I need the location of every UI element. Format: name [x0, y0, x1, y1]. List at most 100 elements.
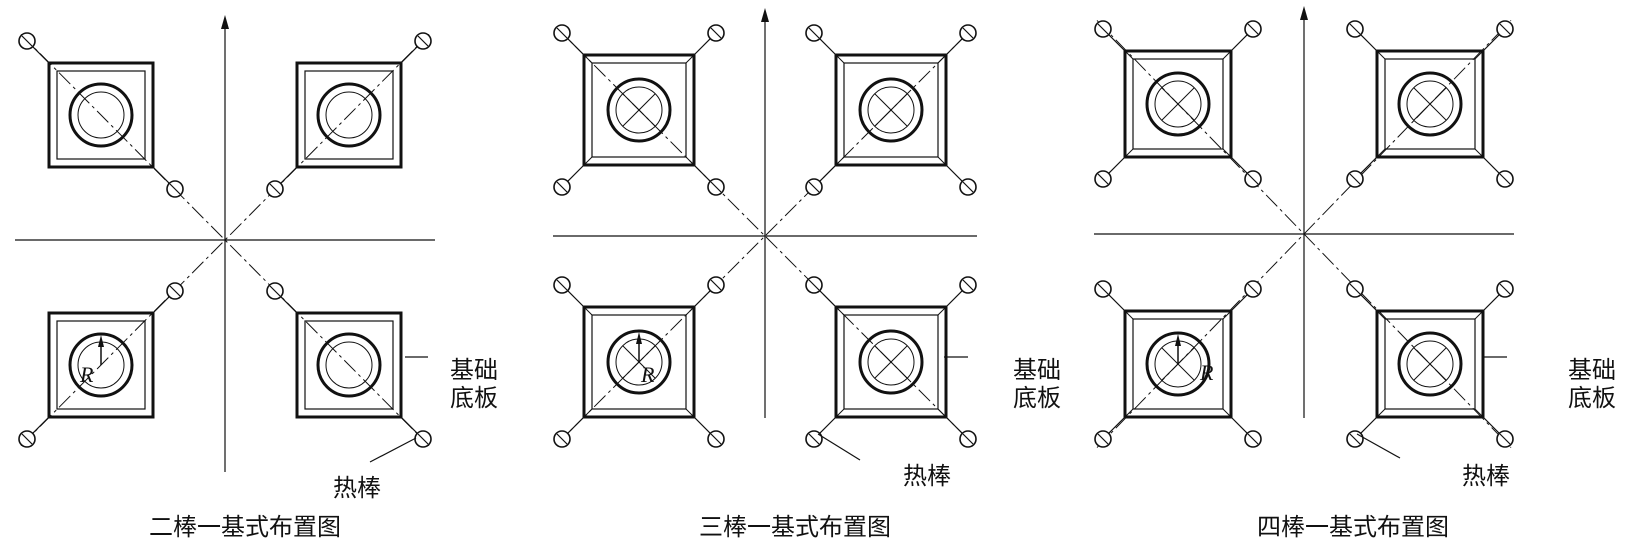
- base-plate-inner: [1384, 318, 1476, 410]
- panel-2-rod-layout: [15, 15, 435, 472]
- pile-circle-inner: [615, 86, 663, 134]
- heat-rod-mark: [1349, 23, 1361, 35]
- heat-rod-mark: [169, 183, 181, 195]
- base-plate-outer: [834, 305, 948, 419]
- panel-2-texts: 二棒一基式布置图 基础 底板 热棒 R: [79, 356, 498, 541]
- pile-circle-inner: [325, 341, 373, 389]
- foundation-pad: [805, 24, 977, 196]
- rod-connector: [1108, 294, 1126, 312]
- heat-rod-mark: [808, 433, 820, 445]
- panel-3-texts: 三棒一基式布置图 基础 底板 热棒 R: [640, 356, 1061, 541]
- base-plate-inner: [843, 62, 939, 158]
- heat-rod-mark: [1349, 283, 1361, 295]
- pile-circle-outer: [858, 77, 924, 143]
- pile-circle-outer: [1145, 331, 1211, 397]
- base-chamfer-line: [835, 54, 845, 64]
- heat-rod-mark: [710, 279, 722, 291]
- heat-rod-mark: [1499, 283, 1511, 295]
- foundation-pad: [18, 282, 184, 448]
- rod-connector: [1230, 416, 1248, 434]
- base-plate-inner: [591, 314, 687, 410]
- rod-connector: [1360, 34, 1378, 52]
- base-plate-inner: [591, 62, 687, 158]
- rod-connector: [1360, 156, 1378, 174]
- panel-3-rod-layout: [553, 8, 977, 461]
- rod-connector: [945, 38, 963, 56]
- base-chamfer-line: [937, 408, 947, 418]
- base-chamfer-line: [1222, 310, 1232, 320]
- heat-rod-mark: [710, 433, 722, 445]
- pile-circle-inner: [77, 91, 125, 139]
- arrow-icon: [1300, 6, 1308, 20]
- foundation-pad: [805, 276, 977, 448]
- panel-4-rod-layout: [1094, 6, 1514, 459]
- base-label-panel-2-line1: 基础: [450, 356, 498, 384]
- radius-arrow-icon: [98, 335, 104, 347]
- base-chamfer-line: [1124, 408, 1134, 418]
- heat-rod-mark: [1097, 283, 1109, 295]
- rod-connector: [400, 46, 418, 64]
- rod-connector: [693, 416, 711, 434]
- pile-cross-line: [874, 345, 908, 379]
- base-chamfer-line: [685, 54, 695, 64]
- base-plate-outer: [1375, 309, 1485, 419]
- foundation-pad: [1346, 20, 1514, 188]
- base-plate-inner: [1132, 58, 1224, 150]
- pile-circle-inner: [325, 91, 373, 139]
- radius-label-panel-2: R: [79, 362, 94, 387]
- base-chamfer-line: [835, 306, 845, 316]
- rod-label-leader: [369, 437, 417, 463]
- base-plate-outer: [47, 61, 155, 169]
- base-chamfer-line: [1124, 148, 1134, 158]
- pile-circle-inner: [867, 86, 915, 134]
- base-chamfer-line: [835, 408, 845, 418]
- heat-rod-mark: [556, 433, 568, 445]
- rod-connector: [1230, 294, 1248, 312]
- pile-circle-outer: [1397, 71, 1463, 137]
- heat-rod-mark: [21, 433, 33, 445]
- rod-connector: [693, 164, 711, 182]
- heat-rod-mark: [556, 181, 568, 193]
- rod-connector: [567, 290, 585, 308]
- rod-connector: [1230, 156, 1248, 174]
- heat-rod-mark: [808, 27, 820, 39]
- base-plate-inner: [56, 70, 146, 160]
- base-plate-outer: [1123, 49, 1233, 159]
- foundation-pad: [553, 24, 725, 196]
- pile-circle-outer: [606, 329, 672, 395]
- heat-rod-mark: [269, 183, 281, 195]
- pile-circle-outer: [1397, 331, 1463, 397]
- rod-connector: [280, 166, 298, 184]
- pile-circle-outer: [68, 332, 134, 398]
- base-plate-inner: [1384, 58, 1476, 150]
- arrow-icon: [221, 15, 229, 29]
- diagonal-centerline: [20, 34, 430, 446]
- heat-rod-mark: [417, 433, 429, 445]
- base-plate-outer: [1375, 49, 1485, 159]
- pile-circle-outer: [1145, 71, 1211, 137]
- heat-rod-mark: [1499, 173, 1511, 185]
- pile-circle-outer: [606, 77, 672, 143]
- rod-connector: [1360, 294, 1378, 312]
- base-chamfer-line: [1124, 310, 1134, 320]
- base-plate-outer: [47, 311, 155, 419]
- rod-connector: [1108, 156, 1126, 174]
- base-chamfer-line: [685, 306, 695, 316]
- rod-connector: [819, 416, 837, 434]
- base-chamfer-line: [583, 156, 593, 166]
- rod-connector: [567, 416, 585, 434]
- base-chamfer-line: [1474, 148, 1484, 158]
- base-plate-inner: [304, 70, 394, 160]
- heat-rod-mark: [1097, 173, 1109, 185]
- rod-connector: [819, 164, 837, 182]
- pile-circle-inner: [1406, 340, 1454, 388]
- foundation-pad: [1346, 280, 1514, 448]
- radius-arrow-icon: [1175, 334, 1181, 346]
- rod-connector: [819, 290, 837, 308]
- rod-connector: [945, 290, 963, 308]
- heat-rod-mark: [1097, 23, 1109, 35]
- base-plate-outer: [295, 61, 403, 169]
- pile-circle-outer: [68, 82, 134, 148]
- pile-cross-line: [874, 93, 908, 127]
